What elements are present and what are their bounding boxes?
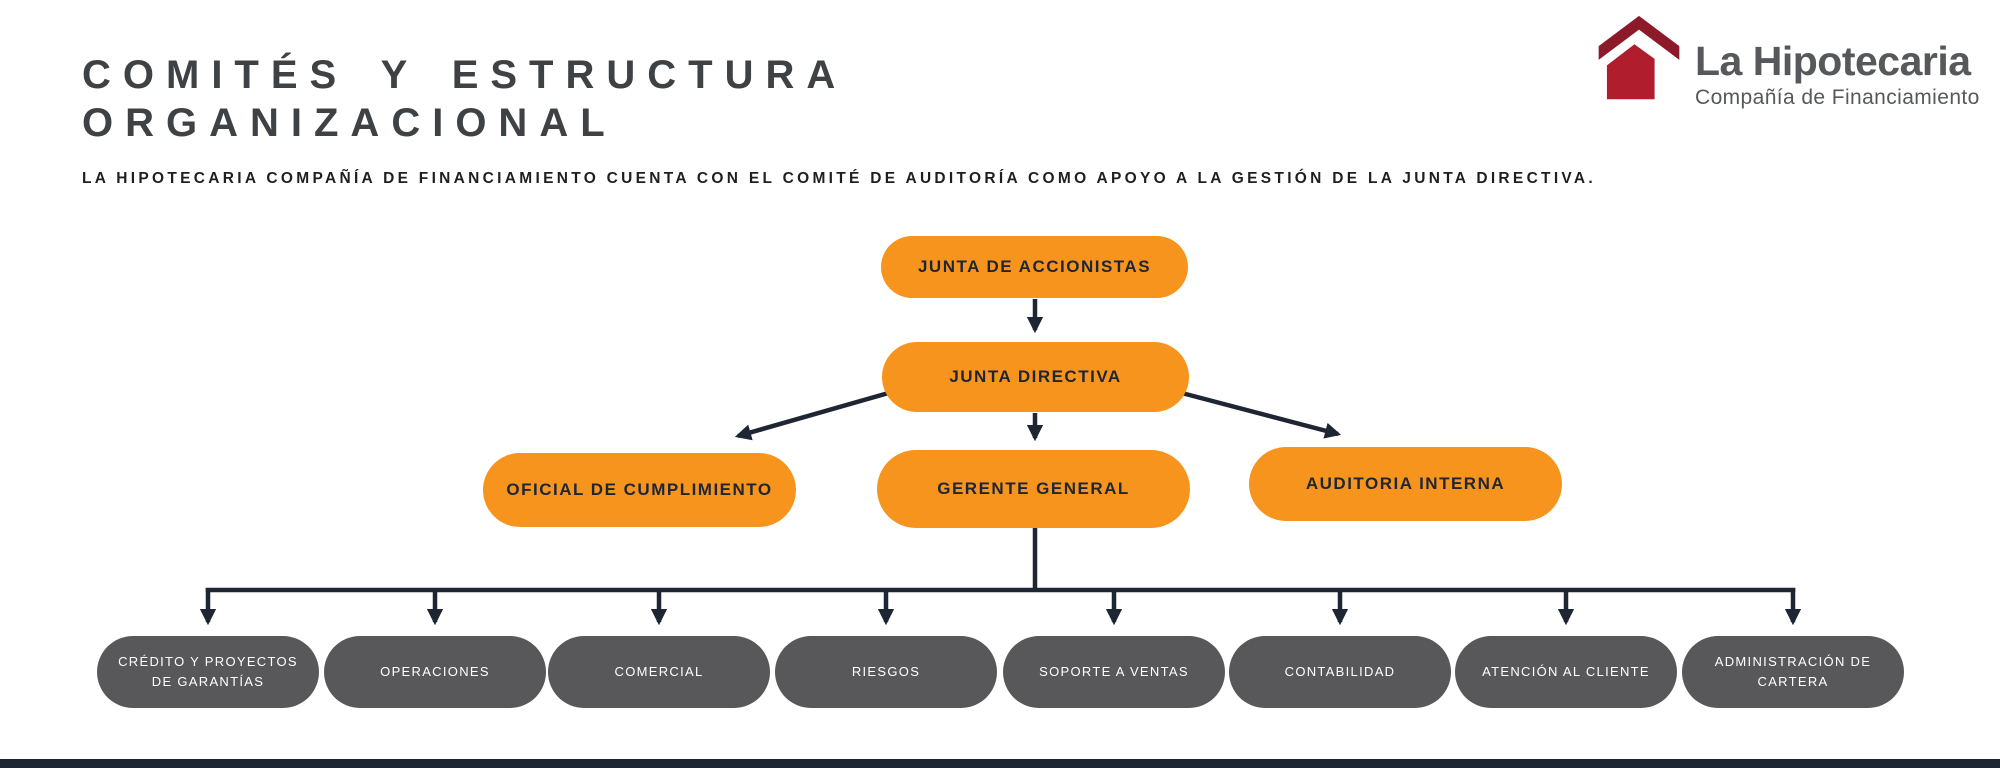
org-node-junta-directiva: JUNTA DIRECTIVA [882, 342, 1189, 412]
org-node-contabilidad: CONTABILIDAD [1229, 636, 1451, 708]
connector-directiva-cumplimiento [734, 389, 893, 441]
org-node-label: JUNTA DIRECTIVA [949, 367, 1122, 386]
org-node-gerente-general: GERENTE GENERAL [877, 450, 1190, 528]
brand-text: La Hipotecaria Compañía de Financiamient… [1695, 38, 1980, 110]
page-title: COMITÉS Y ESTRUCTURA ORGANIZACIONAL [82, 51, 847, 147]
org-node-label: JUNTA DE ACCIONISTAS [917, 257, 1152, 276]
org-node-label: OPERACIONES [380, 663, 490, 679]
org-node-label: ATENCIÓN AL CLIENTE [1482, 663, 1650, 679]
org-node-label: RIESGOS [851, 663, 921, 679]
org-node-operaciones: OPERACIONES [324, 636, 546, 708]
org-node-riesgos: RIESGOS [775, 636, 997, 708]
org-node-label: GERENTE GENERAL [937, 479, 1130, 498]
brand-tagline: Compañía de Financiamiento [1695, 86, 1980, 110]
org-node-comercial: COMERCIAL [548, 636, 770, 708]
page-subtitle: LA HIPOTECARIA COMPAÑÍA DE FINANCIAMIENT… [82, 169, 1597, 187]
brand-logo: La Hipotecaria Compañía de Financiamient… [1593, 14, 1980, 110]
brand-name: La Hipotecaria [1695, 38, 1971, 84]
org-node-oficial-de-cumplimiento: OFICIAL DE CUMPLIMIENTO [483, 453, 796, 527]
org-node-atencion-al-cliente: ATENCIÓN AL CLIENTE [1455, 636, 1677, 708]
org-node-label: CRÉDITO Y PROYECTOS DE GARANTÍAS [118, 653, 298, 689]
org-node-administracion-de-cartera: ADMINISTRACIÓN DE CARTERA [1682, 636, 1904, 708]
connector-directiva-auditoria [1177, 389, 1342, 439]
org-node-soporte-a-ventas: SOPORTE A VENTAS [1003, 636, 1225, 708]
org-node-label: ADMINISTRACIÓN DE CARTERA [1714, 653, 1872, 689]
org-node-label: AUDITORIA INTERNA [1305, 474, 1506, 493]
org-node-label: COMERCIAL [614, 663, 704, 679]
page-title-line1: COMITÉS Y ESTRUCTURA [82, 52, 848, 97]
bottom-bar [0, 759, 2000, 768]
org-node-credito-y-proyectos-de-garantias: CRÉDITO Y PROYECTOS DE GARANTÍAS [97, 636, 319, 708]
house-icon [1598, 15, 1680, 100]
org-node-auditoria-interna: AUDITORIA INTERNA [1249, 447, 1562, 521]
page-title-line2: ORGANIZACIONAL [82, 100, 617, 145]
org-node-label: SOPORTE A VENTAS [1039, 663, 1189, 679]
org-node-junta-de-accionistas: JUNTA DE ACCIONISTAS [881, 236, 1188, 298]
org-node-label: CONTABILIDAD [1284, 663, 1396, 679]
org-node-label: OFICIAL DE CUMPLIMIENTO [506, 480, 773, 499]
